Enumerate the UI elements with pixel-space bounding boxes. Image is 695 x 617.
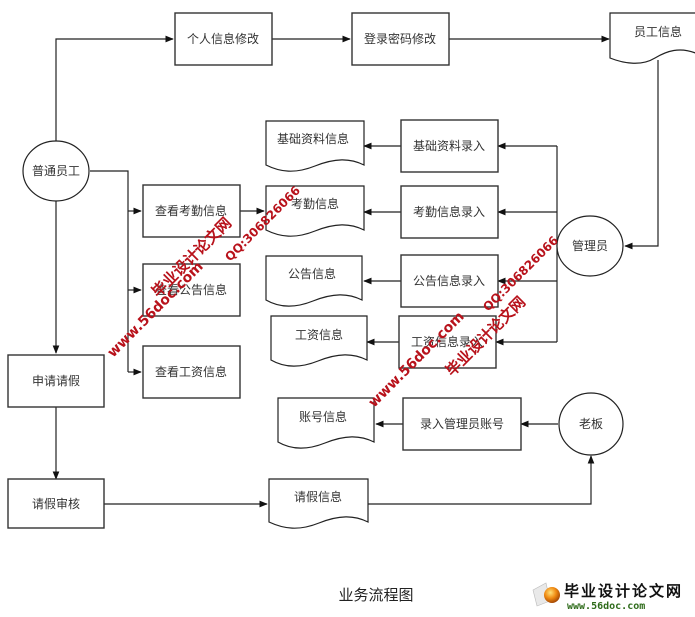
logo-url: www.56doc.com	[567, 601, 645, 612]
actor-admin[interactable]: 管理员	[556, 215, 624, 277]
process-attendance-entry-label: 考勤信息录入	[413, 204, 485, 219]
process-view-notice-label: 查看公告信息	[155, 282, 227, 297]
flow-employee-to-personal-edit	[55, 35, 174, 142]
process-notice-entry-label: 公告信息录入	[413, 273, 485, 288]
actor-admin-label: 管理员	[572, 238, 608, 253]
process-leave-review-label: 请假审核	[32, 496, 80, 511]
process-notice-entry[interactable]: 公告信息录入	[400, 254, 499, 308]
document-basic-info-label: 基础资料信息	[277, 131, 349, 146]
document-leave-info-label: 请假信息	[294, 489, 342, 504]
process-salary-entry-label: 工资信息录入	[411, 334, 483, 349]
actor-boss[interactable]: 老板	[558, 392, 624, 456]
process-view-notice[interactable]: 查看公告信息	[142, 263, 241, 317]
document-account-info[interactable]: 账号信息	[277, 397, 375, 449]
site-logo[interactable]: 毕业设计论文网 www.56doc.com	[532, 582, 683, 612]
process-personal-info-edit-label: 个人信息修改	[187, 31, 259, 46]
document-notice-info-label: 公告信息	[288, 266, 336, 281]
actor-boss-label: 老板	[579, 417, 603, 431]
flow-employee-branch	[90, 170, 129, 372]
document-attendance-info-label: 考勤信息	[291, 196, 339, 211]
logo-name: 毕业设计论文网	[564, 582, 683, 600]
process-admin-account-entry[interactable]: 录入管理员账号	[402, 397, 522, 451]
process-view-salary-label: 查看工资信息	[155, 364, 227, 379]
process-password-edit-label: 登录密码修改	[364, 31, 436, 46]
actor-employee[interactable]: 普通员工	[22, 140, 90, 202]
document-employee-info[interactable]: 员工信息	[609, 12, 695, 64]
process-view-salary[interactable]: 查看工资信息	[142, 345, 241, 399]
logo-book-icon	[532, 582, 560, 607]
process-admin-account-entry-label: 录入管理员账号	[420, 416, 504, 431]
process-view-attendance[interactable]: 查看考勤信息	[142, 184, 241, 238]
process-view-attendance-label: 查看考勤信息	[155, 203, 227, 218]
actor-employee-label: 普通员工	[32, 164, 80, 178]
flow-leave-info-to-boss	[368, 455, 595, 505]
document-basic-info[interactable]: 基础资料信息	[265, 120, 365, 172]
diagram-caption: 业务流程图	[338, 586, 413, 604]
document-notice-info[interactable]: 公告信息	[265, 255, 363, 307]
document-leave-info[interactable]: 请假信息	[268, 478, 369, 529]
process-leave-review[interactable]: 请假审核	[7, 478, 105, 529]
document-employee-info-label: 员工信息	[634, 24, 682, 39]
process-personal-info-edit[interactable]: 个人信息修改	[174, 12, 273, 66]
process-apply-leave-label: 申请请假	[32, 374, 80, 388]
flow-employee-info-to-admin	[624, 60, 659, 250]
process-apply-leave[interactable]: 申请请假	[7, 354, 105, 408]
document-salary-info[interactable]: 工资信息	[270, 315, 368, 367]
process-salary-entry[interactable]: 工资信息录入	[398, 315, 497, 369]
document-attendance-info[interactable]: 考勤信息	[265, 185, 365, 237]
process-basic-info-entry[interactable]: 基础资料录入	[400, 119, 499, 173]
document-salary-info-label: 工资信息	[295, 327, 343, 342]
process-basic-info-entry-label: 基础资料录入	[413, 139, 485, 153]
document-account-info-label: 账号信息	[299, 409, 347, 424]
process-attendance-entry[interactable]: 考勤信息录入	[400, 185, 499, 239]
process-password-edit[interactable]: 登录密码修改	[351, 12, 450, 66]
